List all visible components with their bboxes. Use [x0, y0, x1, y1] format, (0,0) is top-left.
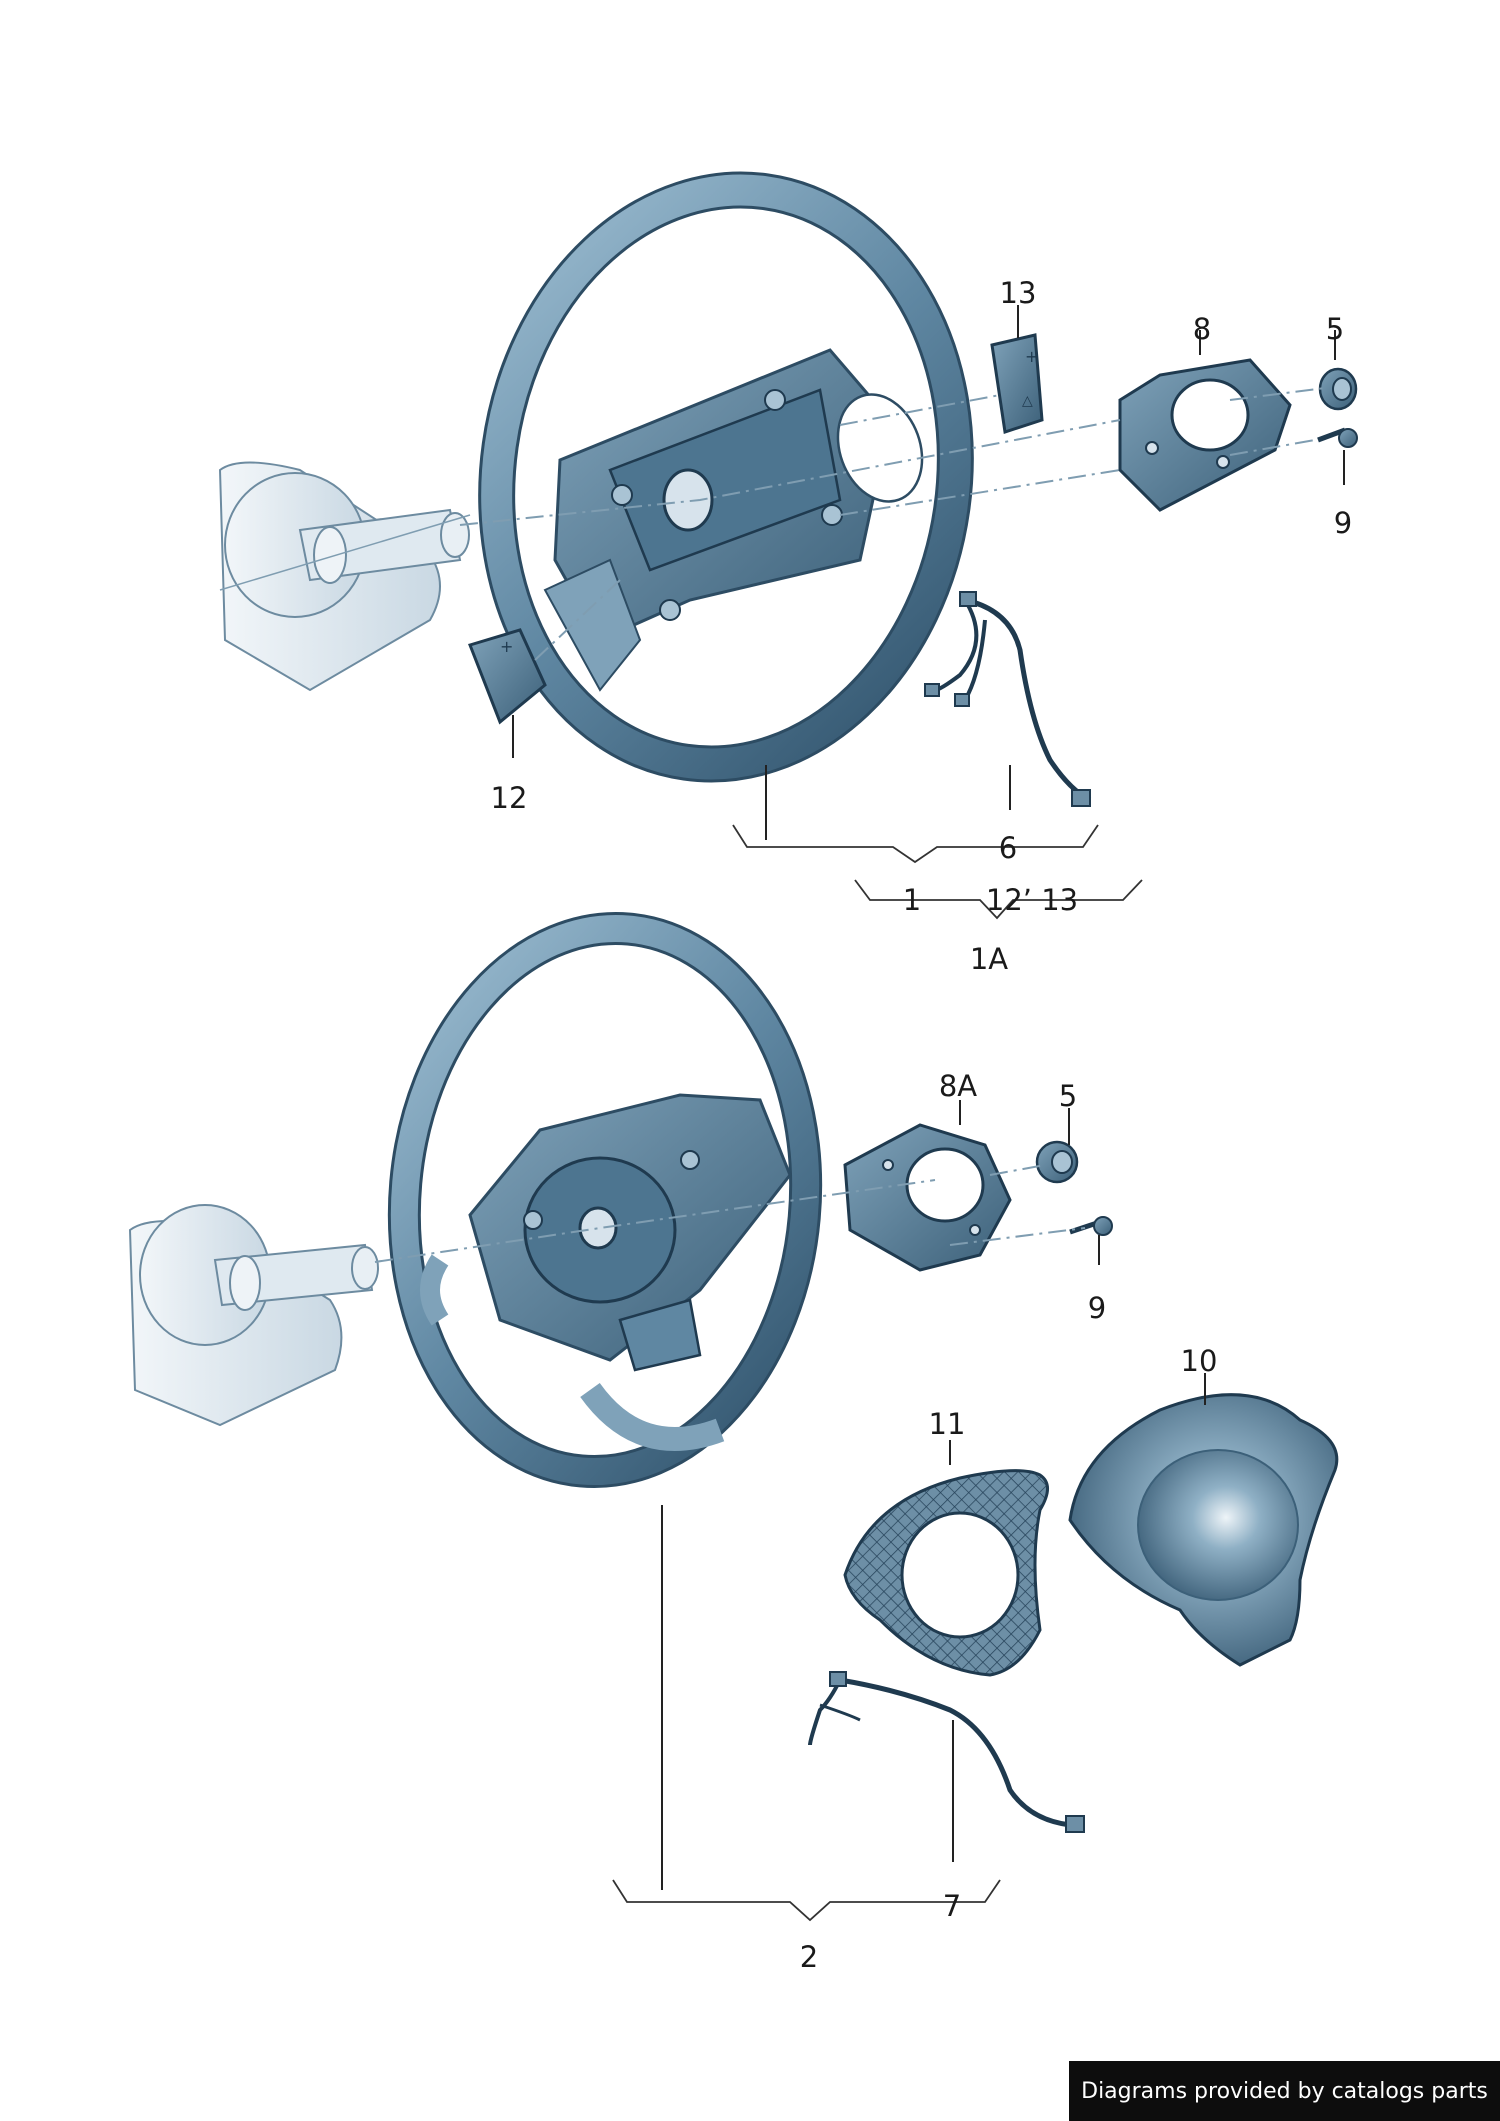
multifunction-button-right: + △ — [990, 333, 1044, 434]
bolt-top — [1318, 367, 1358, 411]
airbag-trim-plate — [843, 1469, 1049, 1677]
leader-lines — [512, 305, 1345, 1890]
svg-text:+: + — [500, 637, 513, 656]
centerlines-top — [459, 387, 1326, 661]
callout-11: 11 — [929, 1407, 966, 1441]
mounting-bracket-top — [1118, 358, 1292, 512]
callout-13: 13 — [1000, 276, 1037, 310]
callout-5-top: 5 — [1326, 312, 1344, 346]
centerlines-bottom — [374, 1164, 1086, 1263]
callout-10: 10 — [1181, 1344, 1218, 1378]
steering-wheel-four-spoke — [478, 171, 974, 783]
callout-5-bottom: 5 — [1059, 1079, 1077, 1113]
callout-2: 2 — [800, 1940, 818, 1974]
callout-9-top: 9 — [1334, 506, 1352, 540]
wiring-harness-top — [924, 591, 1092, 807]
callout-labels: 13 8 5 9 12 6 1 12’ 13 1A 8A 5 9 10 11 7… — [491, 276, 1353, 1974]
callout-8A: 8A — [939, 1069, 977, 1103]
svg-text:△: △ — [1022, 393, 1033, 409]
multifunction-button-left: + — [468, 628, 547, 725]
steering-column-bottom — [128, 1204, 379, 1427]
callout-8: 8 — [1193, 312, 1211, 346]
group-brackets — [612, 824, 1143, 1922]
callout-6: 6 — [999, 831, 1017, 865]
mounting-ring-bottom — [843, 1123, 1012, 1272]
credit-banner: Diagrams provided by catalogs parts — [1069, 2061, 1500, 2121]
steering-column-top — [218, 461, 471, 692]
svg-text:+: + — [1025, 347, 1038, 366]
callout-7: 7 — [943, 1889, 961, 1923]
wiring-harness-bottom — [808, 1671, 1085, 1833]
callout-12: 12 — [491, 781, 528, 815]
callout-9-bottom: 9 — [1088, 1291, 1106, 1325]
callout-1: 1 — [903, 883, 921, 917]
steering-wheel-three-spoke — [387, 911, 823, 1489]
screw-bottom — [1069, 1216, 1113, 1236]
screw-top — [1317, 427, 1358, 448]
airbag-cover — [1068, 1393, 1339, 1667]
bolt-bottom — [1035, 1140, 1079, 1184]
callout-1A: 1A — [970, 942, 1008, 976]
callout-12-13: 12’ 13 — [986, 883, 1078, 917]
